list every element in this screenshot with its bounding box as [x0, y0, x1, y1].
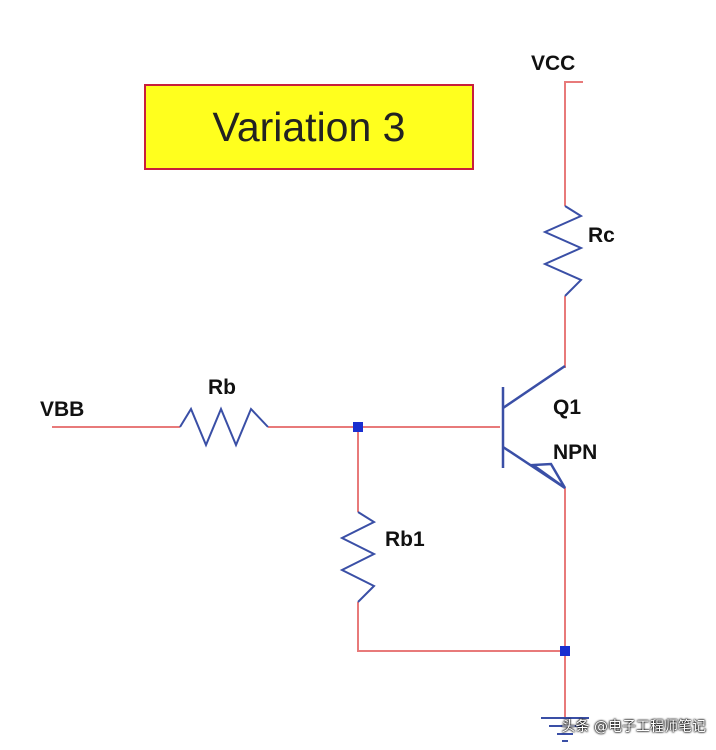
resistor-rb: [179, 406, 269, 448]
variation-title: Variation 3: [212, 103, 406, 150]
label-vbb: VBB: [40, 398, 85, 421]
label-npn: NPN: [553, 441, 598, 464]
transistor-collector-leg: [502, 364, 566, 410]
watermark-text: 头条 @电子工程师笔记: [561, 719, 706, 735]
transistor-q1: [501, 364, 567, 490]
variation-title-banner: Variation 3: [144, 84, 474, 170]
ground-symbol: [541, 717, 589, 742]
label-rc: Rc: [588, 224, 615, 247]
junction-dot-emitter: [560, 646, 570, 656]
resistor-rb1: [339, 511, 377, 603]
label-rb: Rb: [208, 376, 236, 399]
rb1-bottom-wire: [357, 602, 565, 652]
junction-dot-base: [353, 422, 363, 432]
label-vcc: VCC: [531, 52, 576, 75]
label-rb1: Rb1: [385, 528, 425, 551]
vcc-wire: [564, 81, 583, 206]
label-q1: Q1: [553, 396, 582, 419]
transistor-emitter-arrow: [529, 462, 567, 490]
resistor-rc: [542, 205, 584, 297]
